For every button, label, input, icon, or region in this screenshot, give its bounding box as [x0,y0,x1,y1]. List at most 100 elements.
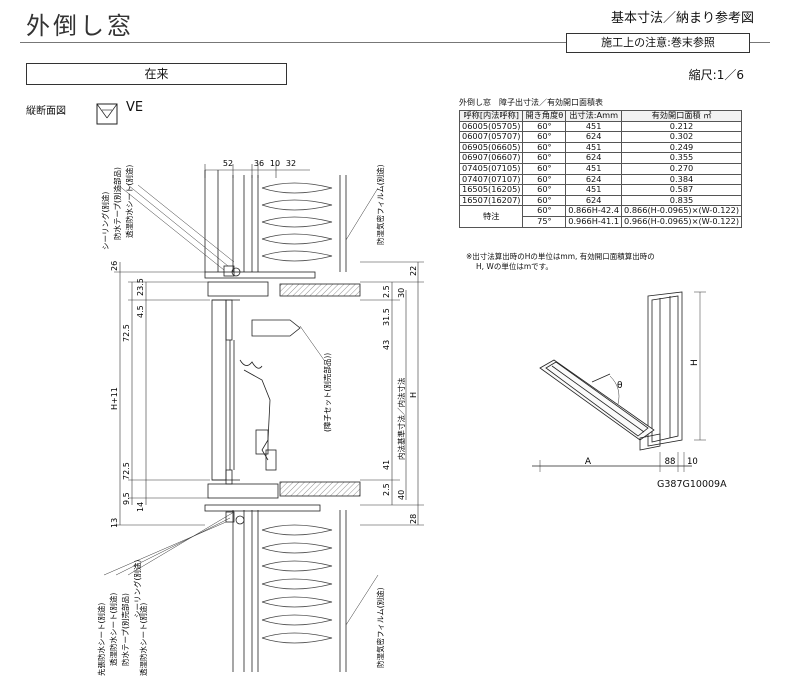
iso-h-label: H [690,359,700,366]
dim-right-43: 43 [382,340,391,350]
dim-right-28: 28 [409,514,418,524]
callout-bottom-waterproof-tape: 防水テープ(別売部品) [120,593,130,666]
footnote-line-2: H, Wの単位はmです。 [476,262,553,271]
head-frame [204,265,361,297]
cell: 451 [565,120,623,133]
cell: 60° [522,152,567,164]
cell: 60° [522,141,567,154]
ve-icon [96,103,118,125]
iso-a-label: A [585,457,592,467]
sash-glass [211,299,240,485]
dim-right-30: 30 [397,288,406,298]
footnote-line-1: ※出寸法算出時のHの単位はmm, 有効開口面積算出時の [466,252,655,261]
callout-bottom-vapor-film: 防湿気密フィルム(別途) [375,587,385,668]
cell: 75° [522,215,567,228]
cell: 0.966(H-0.0965)×(W-0.122) [621,215,743,228]
dim-right-h: H [409,392,418,398]
left-dim-labels: 26 23.5 4.5 72.5 H+11 72.5 9.5 14 13 [110,261,145,528]
left-dimension-lines [114,262,210,526]
cell: 60° [522,120,567,133]
sill-frame [204,481,361,525]
iso-88-label: 88 [665,457,676,467]
cell: 624 [565,173,623,186]
cell: 06905(06605) [458,141,524,154]
cell: 06907(06607) [458,152,524,164]
cell: 0.866H-42.4 [565,205,623,217]
operator-arm [239,319,301,471]
header-divider [20,42,770,43]
cell: 0.866(H-0.0965)×(W-0.122) [621,205,743,217]
callout-bottom-breathable-sheet-2: 透湿防水シート(別途) [138,603,148,676]
dim-left-9-5: 9.5 [122,492,131,505]
right-dim-labels: 22 30 2.5 31.5 43 H 41 2.5 40 28 [382,266,418,524]
iso-10-label: 10 [687,457,698,467]
callout-bottom-sealing: シーリング(別途) [132,560,142,618]
callout-bottom-pre-sheet: 先張防水シート(別途) [96,603,106,676]
insulation-bottom [261,524,333,644]
callout-inner-dimension: 内法基準寸法／内法寸法 [396,377,406,460]
callout-top-breathable-sheet: 透湿防水シート(別途) [124,165,134,238]
dim-right-2-5-top: 2.5 [382,285,391,298]
dim-left-72-5-top: 72.5 [122,324,131,342]
callout-top-vapor-film: 防湿気密フィルム(別途) [375,164,385,245]
dim-top-32: 32 [286,159,296,168]
table-header-row: 呼称[内法呼称] 開き角度θ 出寸法:Amm 有効開口面積 ㎡ [458,110,743,122]
cell: 0.835 [621,194,743,207]
dim-top-10: 10 [270,159,280,168]
sash-set-leader [299,325,325,361]
cell: 0.249 [621,141,743,154]
cell: 624 [565,152,623,164]
open-window-illustration [532,291,692,467]
cell: 07405(07105) [458,162,524,175]
table-row: 特注 60° 0.866H-42.4 0.866(H-0.0965)×(W-0.… [458,205,743,228]
cell: 16505(16205) [458,184,524,196]
cell: 0.587 [621,184,743,196]
table-footnote: ※出寸法算出時のHの単位はmm, 有効開口面積算出時の H, Wの単位はmです。 [466,252,655,272]
cell: 60° [522,162,567,175]
cell: 0.302 [621,131,743,143]
remarks-label: 特注 [458,205,524,228]
dim-top-36: 36 [254,159,264,168]
cell: 451 [565,184,623,196]
table-row: 75° 0.966H-41.1 0.966(H-0.0965)×(W-0.122… [460,215,743,228]
cell: 07407(07107) [458,173,524,186]
dim-left-26: 26 [110,261,119,271]
top-callout-leaders [117,184,379,271]
dim-left-23-5: 23.5 [136,278,145,296]
top-callouts: シーリング(別途) 防水テープ(別途部品) 透湿防水シート(別途) 防湿気密フィ… [100,164,385,250]
cell: 60° [522,131,567,143]
dim-right-22: 22 [409,266,418,276]
dim-top-52: 52 [223,159,233,168]
cell: 624 [565,194,623,207]
dim-left-72-5-bottom: 72.5 [122,462,131,480]
cell: 06005(05705) [458,120,524,133]
insulation-top [261,182,333,262]
spec-table: 呼称[内法呼称] 開き角度θ 出寸法:Amm 有効開口面積 ㎡ 06005(05… [458,110,743,228]
construction-note-box: 施工上の注意:巻末参照 [566,33,750,53]
dim-left-13: 13 [110,518,119,528]
dim-left-4-5: 4.5 [136,305,145,318]
page-title: 外倒し窓 [26,12,134,40]
dim-left-h11: H+11 [110,387,119,410]
dim-right-40: 40 [397,490,406,500]
drawing-code: G387G10009A [657,479,727,490]
dim-right-2-5-bottom: 2.5 [382,483,391,496]
cell: 16507(16207) [458,194,524,207]
table-caption: 外倒し窓 障子出寸法／有効開口面積表 [459,98,603,107]
callout-sash-set: (障子セット(別売部品)) [322,353,332,432]
type-label-box: 在来 [26,63,287,85]
cell: 451 [565,162,623,175]
callout-top-waterproof-tape: 防水テープ(別途部品) [112,167,122,240]
scale-label: 縮尺:1／6 [688,68,744,82]
col-header-area: 有効開口面積 ㎡ [621,110,743,122]
cell: 60° [522,173,567,186]
cell: 60° [522,194,567,207]
dim-right-41: 41 [382,460,391,470]
